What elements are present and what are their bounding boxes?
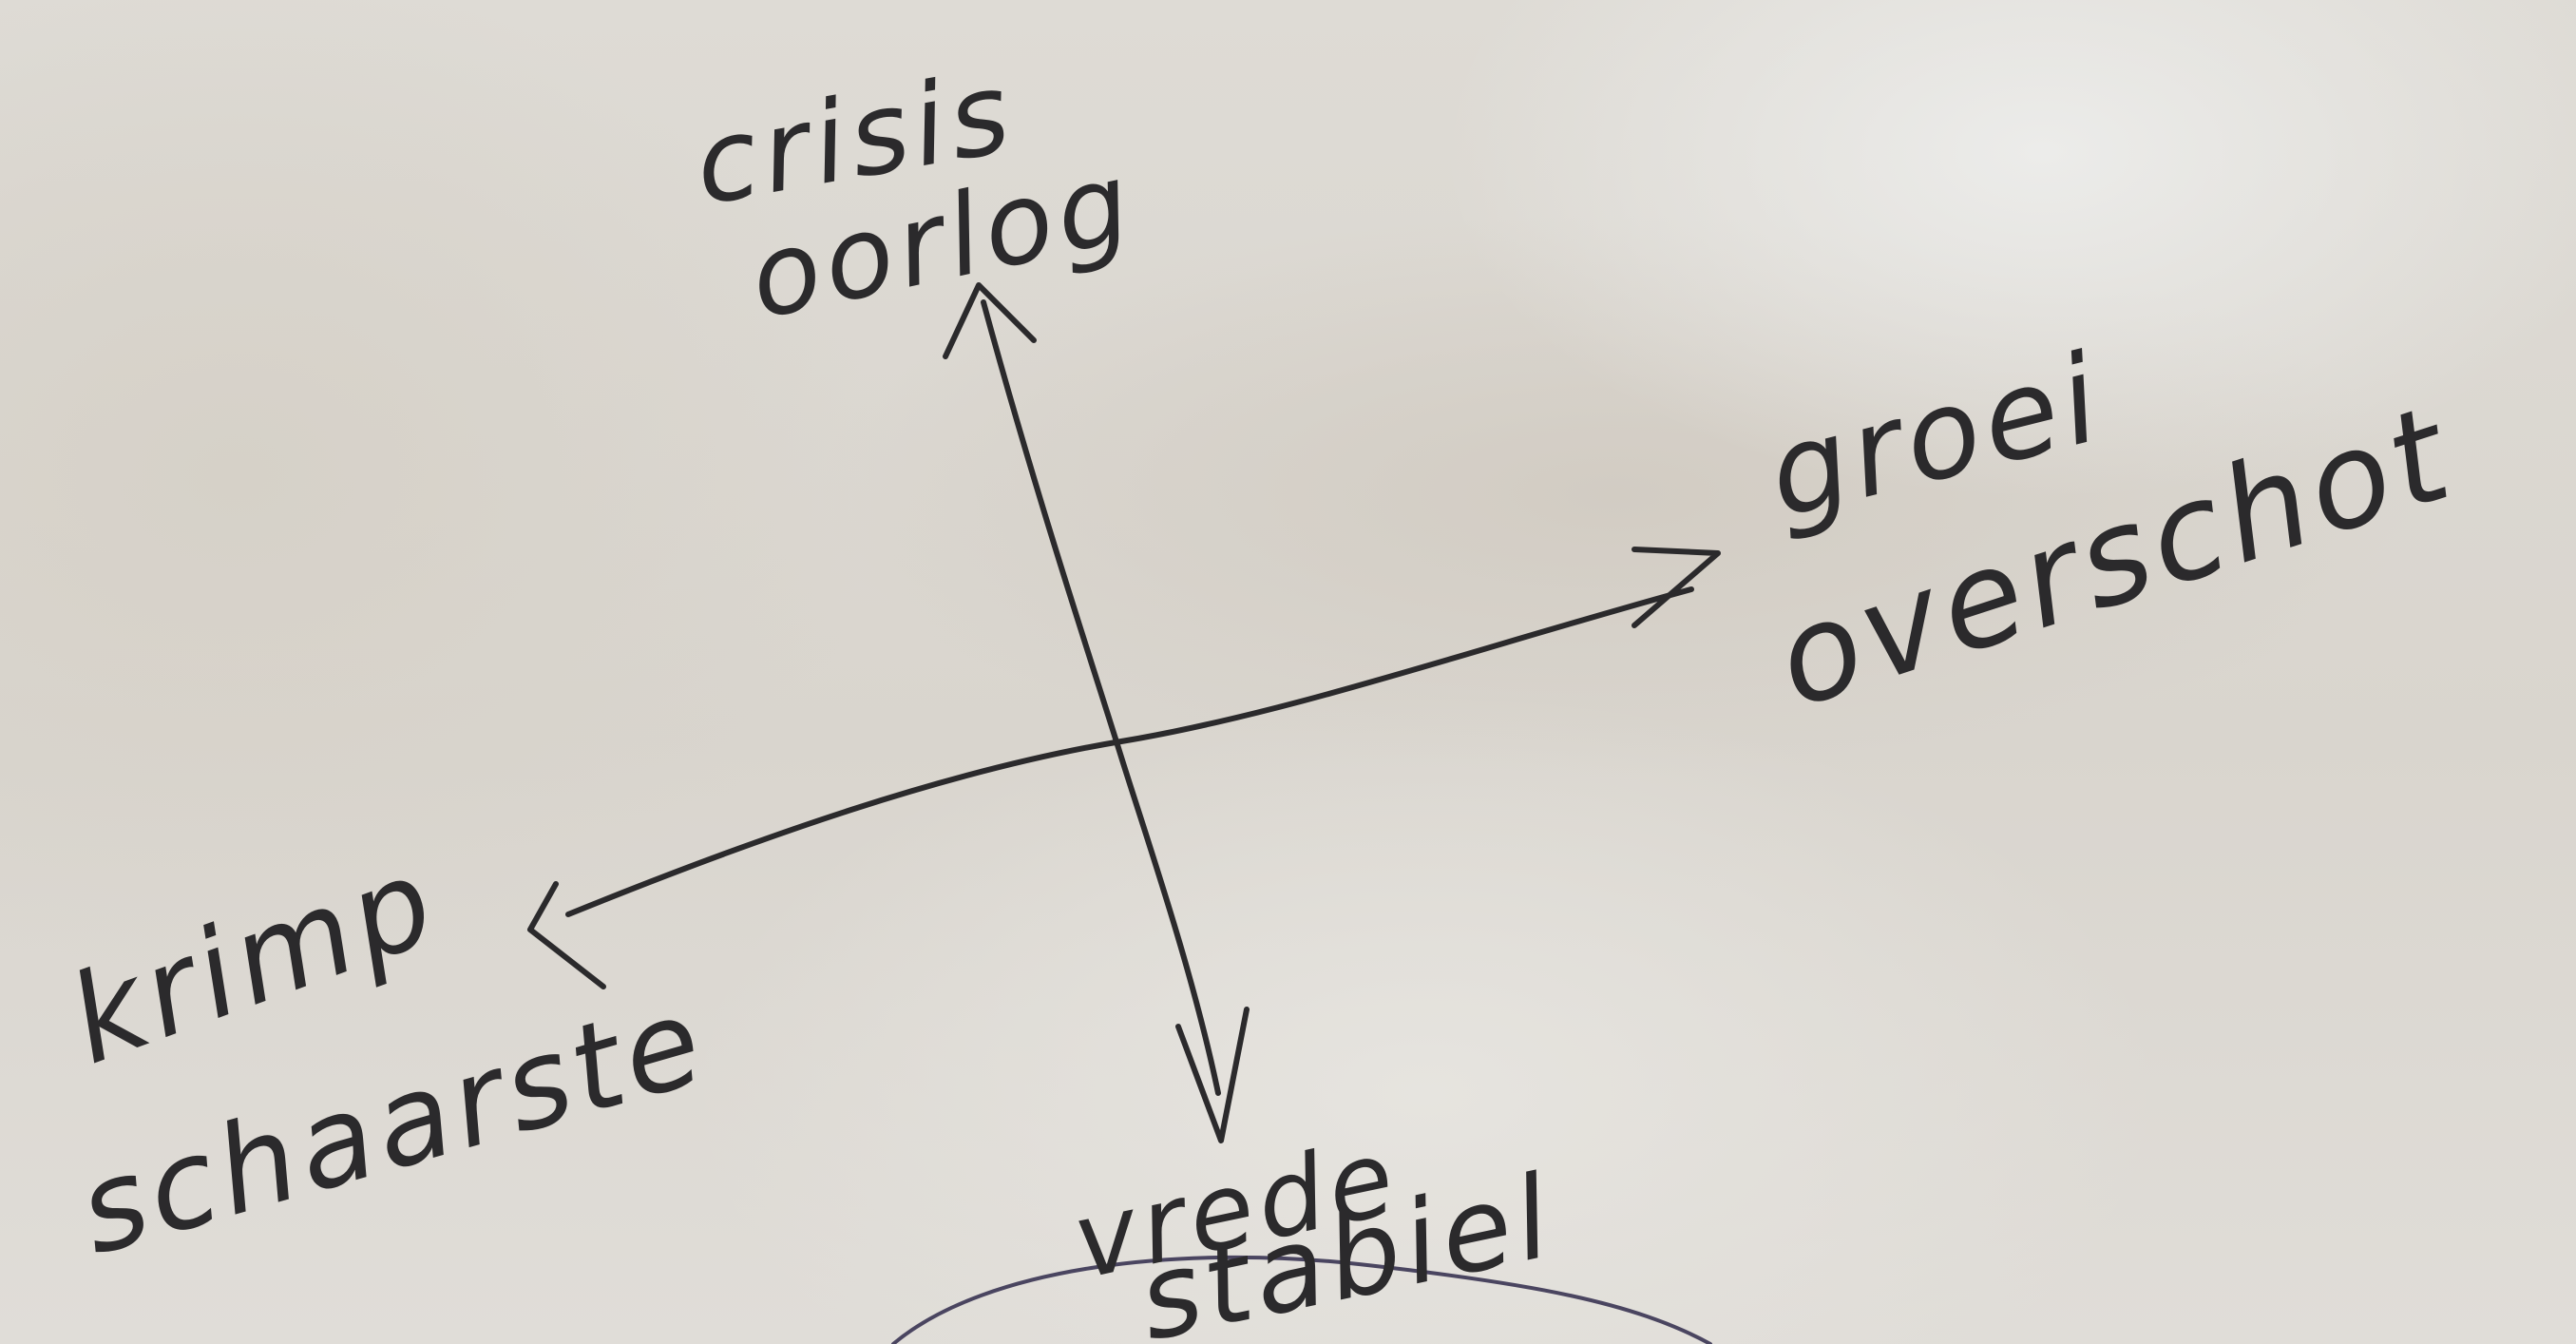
horizontal-axis-right-arrowhead	[1631, 547, 1721, 628]
vertical-axis-line	[981, 299, 1221, 1096]
vertical-axis-top-arrowhead	[943, 282, 1037, 359]
bottom-circle-arc	[891, 1255, 1712, 1344]
vertical-axis-bottom-arrowhead	[1175, 1007, 1250, 1143]
horizontal-axis-left-arrowhead	[527, 881, 606, 989]
horizontal-axis-line	[565, 586, 1694, 917]
